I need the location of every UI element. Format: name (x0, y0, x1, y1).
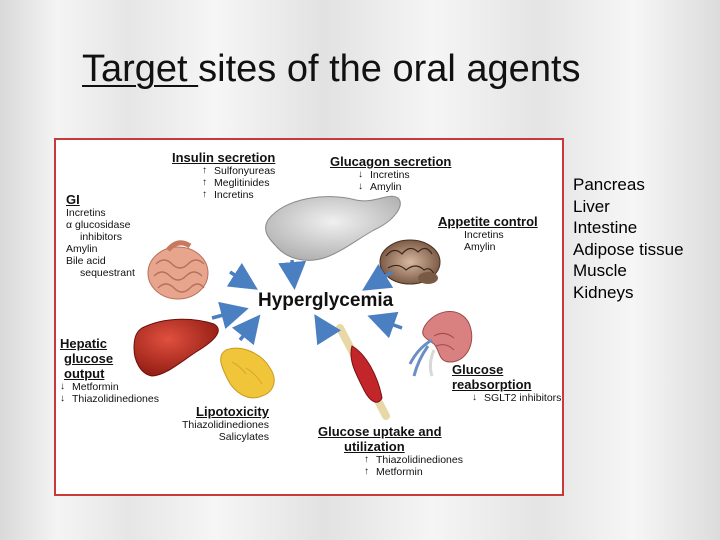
pancreas-image (265, 195, 401, 261)
target-site-item: Adipose tissue (573, 239, 684, 259)
adipose-image (220, 347, 275, 399)
target-site-item: Pancreas (573, 175, 645, 194)
uptake-heading: Glucose uptake and (318, 424, 442, 439)
insulin-heading: Insulin secretion (172, 150, 276, 165)
down-arrow-icon: ↓ (60, 381, 65, 392)
hepatic-item: Metformin (72, 381, 119, 393)
muscle-image (336, 324, 390, 420)
title-underlined: Target (82, 48, 199, 90)
up-arrow-icon: ↑ (202, 177, 207, 188)
hepatic-heading: glucose (64, 351, 114, 366)
insulin-item: Sulfonyureas (214, 165, 276, 177)
insulin-secretion-block: Insulin secretion ↑ Sulfonyureas ↑ Megliti… (172, 150, 275, 201)
glucagon-item: Amylin (370, 181, 402, 193)
lipotoxicity-heading: Lipotoxicity (196, 404, 269, 419)
gi-item: Bile acid (66, 255, 106, 267)
glucagon-heading: Glucagon secretion (330, 154, 452, 169)
gi-block: GI Incretins α glucosidase inhibitors Am… (66, 192, 135, 279)
gi-heading: GI (66, 192, 80, 207)
hepatic-glucose-block: Hepatic glucose output ↓ Metformin ↓ Thiaz… (60, 336, 159, 405)
down-arrow-icon: ↓ (358, 181, 363, 192)
hepatic-item: Thiazolidinediones (72, 393, 159, 405)
appetite-heading: Appetite control (438, 214, 538, 229)
diagram-figure: Insulin secretion ↑ Sulfonyureas ↑ Megliti… (54, 138, 564, 496)
lipotoxicity-block: Lipotoxicity Thiazolidinediones Salicyla… (182, 404, 269, 443)
up-arrow-icon: ↑ (202, 189, 207, 200)
gi-item: inhibitors (80, 231, 123, 243)
insulin-item: Incretins (214, 189, 254, 201)
target-site-item: Kidneys (573, 282, 634, 302)
down-arrow-icon: ↓ (358, 169, 363, 180)
up-arrow-icon: ↑ (364, 466, 369, 477)
glucose-reabsorption-block: Glucose reabsorption ↓ SGLT2 inhibitors (452, 362, 561, 404)
diagram-art (133, 195, 473, 420)
appetite-item: Amylin (464, 241, 496, 253)
glucose-uptake-block: Glucose uptake and utilization ↑ Thiazoli… (318, 424, 463, 478)
up-arrow-icon: ↑ (202, 165, 207, 176)
uptake-item: Metformin (376, 466, 423, 478)
target-sites-list: Pancreas Liver Intestine Adipose tissue … (573, 174, 684, 303)
gi-item: Incretins (66, 207, 106, 219)
intestine-image (147, 240, 209, 300)
gi-item: sequestrant (80, 267, 135, 279)
appetite-item: Incretins (464, 229, 504, 241)
uptake-heading: utilization (344, 439, 405, 454)
title-rest: sites of the oral agents (198, 48, 581, 90)
glucagon-secretion-block: Glucagon secretion ↓ Incretins ↓ Amylin (330, 154, 451, 193)
lipotoxicity-item: Salicylates (218, 431, 269, 443)
up-arrow-icon: ↑ (364, 454, 369, 465)
arrows (211, 259, 403, 346)
glucagon-item: Incretins (370, 169, 410, 181)
target-site-item: Intestine (573, 218, 638, 237)
lipotoxicity-item: Thiazolidinediones (182, 419, 269, 431)
gi-item: α glucosidase (66, 219, 131, 231)
reabsorption-item: SGLT2 inhibitors (484, 392, 562, 404)
liver-image (133, 318, 219, 377)
hepatic-heading: output (64, 366, 105, 381)
kidney-image (408, 311, 473, 377)
brain-image (379, 239, 441, 285)
slide-title: Target sites of the oral agents (82, 48, 581, 91)
down-arrow-icon: ↓ (472, 392, 477, 403)
reabsorption-heading: Glucose (452, 362, 504, 377)
target-site-item: Liver (573, 196, 610, 216)
uptake-item: Thiazolidinediones (376, 454, 463, 466)
appetite-control-block: Appetite control Incretins Amylin (438, 214, 538, 253)
reabsorption-heading: reabsorption (452, 377, 532, 392)
gi-item: Amylin (66, 243, 98, 255)
insulin-item: Meglitinides (214, 177, 270, 189)
hepatic-heading: Hepatic (60, 336, 107, 351)
target-site-item: Muscle (573, 261, 627, 280)
down-arrow-icon: ↓ (60, 393, 65, 404)
hyperglycemia-label: Hyperglycemia (258, 290, 394, 311)
